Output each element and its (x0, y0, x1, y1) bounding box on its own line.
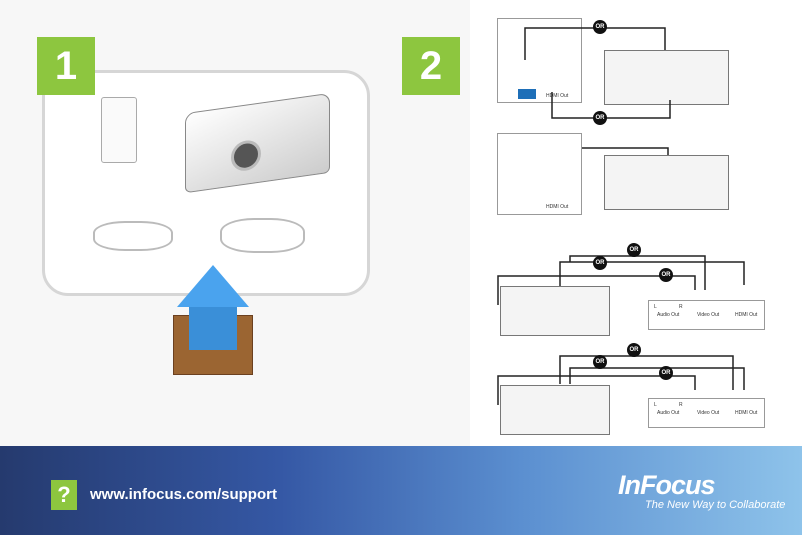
projector-rear-1 (604, 50, 729, 105)
cable-lines (497, 27, 745, 405)
projector-rear-2 (604, 155, 729, 210)
or-badge: OR (627, 343, 641, 357)
projector-image (185, 92, 330, 194)
computer-box-1: HDMI Out (497, 18, 582, 103)
or-badge: OR (593, 256, 607, 270)
or-badge: OR (659, 268, 673, 282)
step-1-badge: 1 (37, 37, 95, 95)
or-badge: OR (659, 366, 673, 380)
remote-control (101, 97, 137, 163)
or-badge: OR (593, 111, 607, 125)
or-badge: OR (593, 355, 607, 369)
help-icon: ? (51, 480, 77, 510)
power-cord-image (220, 218, 305, 253)
projector-rear-3 (500, 286, 610, 336)
av-source-box-1: L R Audio Out Video Out HDMI Out (648, 300, 765, 330)
tagline: The New Way to Collaborate (645, 499, 786, 511)
computer-box-2: HDMI Out (497, 133, 582, 215)
step-2-badge: 2 (402, 37, 460, 95)
vga-cable-image (93, 221, 173, 251)
projector-rear-4 (500, 385, 610, 435)
or-badge: OR (593, 20, 607, 34)
box-contents-panel (42, 70, 370, 296)
support-link[interactable]: www.infocus.com/support (90, 486, 277, 503)
infocus-logo: InFocus (618, 470, 716, 500)
or-badge: OR (627, 243, 641, 257)
av-source-box-2: L R Audio Out Video Out HDMI Out (648, 398, 765, 428)
footer-banner (0, 446, 802, 535)
